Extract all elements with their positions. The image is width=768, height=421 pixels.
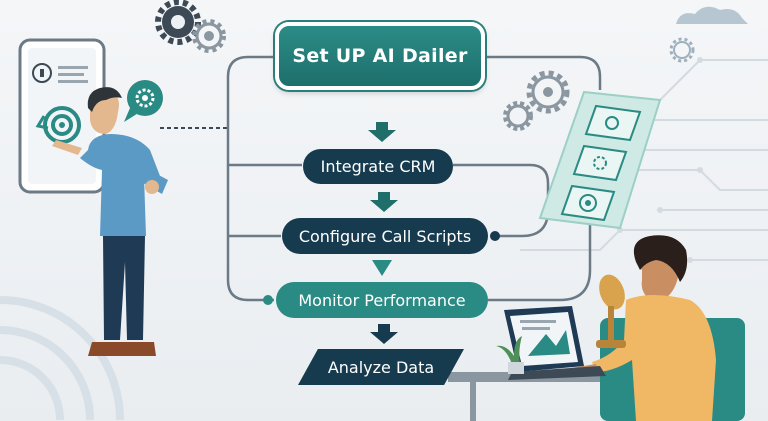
decorative-arcs [0,296,124,421]
step-integrate-crm: Integrate CRM [303,149,453,184]
gear-icon [503,101,533,131]
speech-bubble [124,80,163,122]
chart-icon [528,330,570,356]
desk-scene [448,235,745,421]
laptop-icon [504,306,606,380]
microphone-icon [596,274,626,348]
target-icon [605,116,619,130]
gear-icon [192,19,226,53]
target-icon [579,194,597,212]
gear-icon [593,156,607,170]
connector-dot [263,295,273,305]
gear-icon [155,0,201,45]
step-arrows [368,122,398,344]
standing-man [52,87,168,356]
phone-device [18,38,106,194]
connector-dot [490,231,500,241]
step-analyze-data: Analyze Data [298,349,464,385]
gear-icon [526,70,570,114]
app-panel [538,90,662,230]
lock-icon [32,63,52,83]
step-configure-call-scripts: Configure Call Scripts [282,218,488,254]
gear-icon [669,37,695,63]
circuit-lines [520,59,768,261]
flow-connectors [226,55,602,302]
cloud-icon [676,6,748,25]
gear-icon [135,88,155,108]
step-setup-ai-dialer: Set UP AI Dailer [275,22,485,90]
plant [496,336,522,364]
step-monitor-performance: Monitor Performance [276,282,488,318]
